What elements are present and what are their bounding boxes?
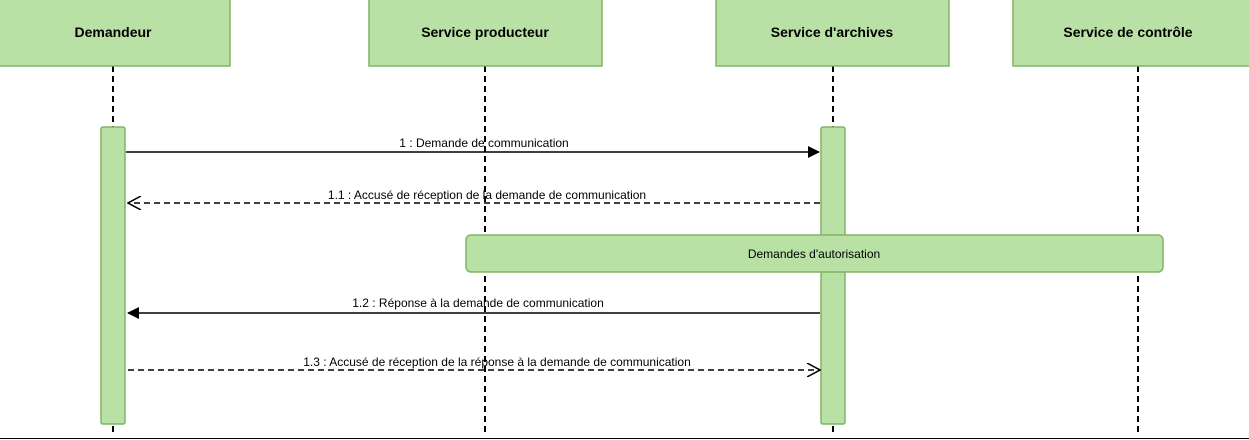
participant-archives-label: Service d'archives <box>771 24 894 40</box>
activation-bar-archives <box>820 126 846 425</box>
participant-producteur[interactable]: Service producteur <box>368 0 603 67</box>
message-1-2-label: 1.2 : Réponse à la demande de communicat… <box>352 296 604 310</box>
participant-demandeur[interactable]: Demandeur <box>0 0 231 67</box>
message-1-label: 1 : Demande de communication <box>399 136 568 150</box>
message-1-3-label: 1.3 : Accusé de réception de la réponse … <box>303 355 691 369</box>
participant-controle[interactable]: Service de contrôle <box>1012 0 1249 67</box>
participant-archives[interactable]: Service d'archives <box>715 0 950 67</box>
participant-demandeur-label: Demandeur <box>74 24 152 40</box>
participant-controle-label: Service de contrôle <box>1063 24 1192 40</box>
participant-producteur-label: Service producteur <box>421 24 549 40</box>
activation-bar-demandeur <box>100 126 126 425</box>
authorization-fragment-label: Demandes d'autorisation <box>748 247 880 261</box>
message-1-1-label: 1.1 : Accusé de réception de la demande … <box>328 188 646 202</box>
authorization-fragment[interactable]: Demandes d'autorisation <box>465 234 1164 273</box>
